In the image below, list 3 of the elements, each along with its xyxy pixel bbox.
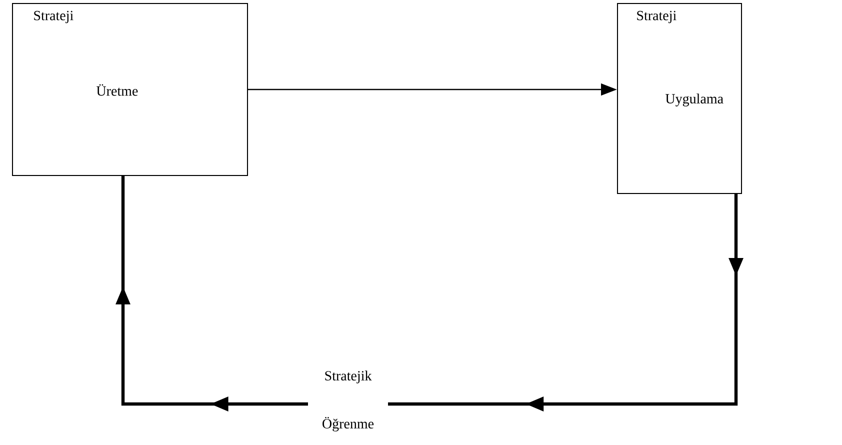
process-box: Strateji Üretme (12, 3, 248, 176)
edge-label: Stratejik Öğrenme (308, 370, 388, 432)
process-box: Strateji Uygulama (617, 3, 742, 194)
